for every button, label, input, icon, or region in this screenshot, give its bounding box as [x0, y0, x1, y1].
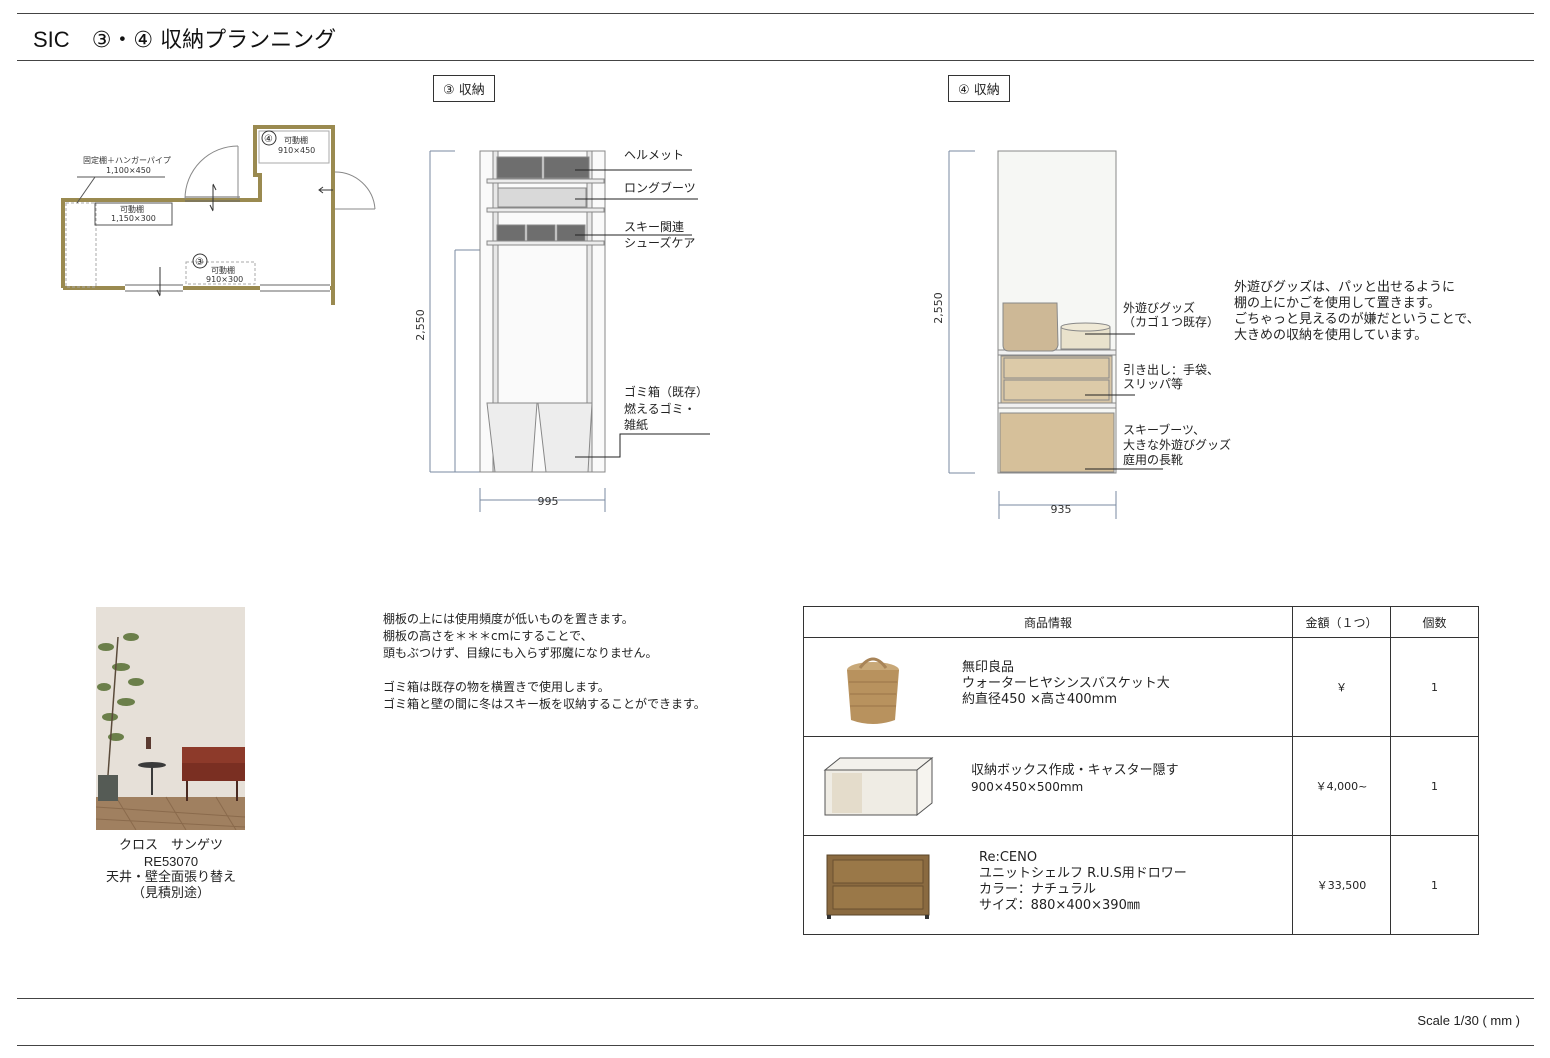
wallpaper-room-image: [96, 607, 245, 830]
annotation-helmet: ヘルメット: [624, 148, 685, 162]
product-table-header: 商品情報 金額（１つ） 個数: [803, 606, 1479, 638]
product-line: 無印良品: [962, 660, 1015, 675]
annotation-trash-2: 燃えるゴミ・: [624, 402, 696, 416]
annotation-outdoor-1: 外遊びグッズ: [1123, 301, 1196, 315]
table-row: 無印良品 ウォーターヒヤシンスバスケット大 約直径450 ×高さ400mm ￥ …: [803, 637, 1479, 737]
table-row: 収納ボックス作成・キャスター隠す 900×450×500mm ￥4,000~ 1: [803, 736, 1479, 836]
product-line: Re:CENO: [979, 850, 1038, 865]
product-price: ￥33,500: [1292, 835, 1391, 935]
top-rule: [17, 13, 1534, 14]
wallpaper-line: 天井・壁全面張り替え: [105, 870, 236, 885]
annotation-trash-1: ゴミ箱（既存）: [624, 385, 709, 399]
product-line: ウォーターヒヤシンスバスケット大: [962, 676, 1170, 691]
annotation-drawer-2: スリッパ等: [1123, 377, 1184, 391]
elevation-3-drawing: 2,550 995: [414, 150, 710, 512]
note-right-line: 棚の上にかごを使用して置きます。: [1234, 296, 1441, 311]
footer-rule-bottom: [17, 1045, 1534, 1046]
plan-label-movable-b: 可動棚: [284, 135, 308, 145]
note-center-line: 棚板の高さを＊＊＊cmにすることで、: [383, 629, 593, 643]
annotation-long-boots: ロングブーツ: [624, 181, 696, 195]
elevation-4-height: 2,550: [932, 292, 945, 324]
elevation-4-label: ④ 収納: [948, 75, 1010, 102]
plan-num-3: ③: [195, 257, 204, 268]
product-info-cell: Re:CENO ユニットシェルフ R.U.S用ドロワー カラー：ナチュラル サイ…: [803, 835, 1293, 935]
annotation-bottom-3: 庭用の長靴: [1123, 453, 1184, 467]
header-rule: [17, 60, 1534, 61]
annotation-trash-3: 雑紙: [624, 418, 649, 432]
note-right: 外遊びグッズは、パッと出せるように 棚の上にかごを使用して置きます。 ごちゃっと…: [1234, 280, 1480, 344]
basket-image: [847, 657, 899, 724]
header-qty: 個数: [1390, 606, 1479, 638]
product-line: ユニットシェルフ R.U.S用ドロワー: [979, 866, 1187, 881]
plan-size-movable-a: 1,150×300: [111, 214, 156, 223]
product-line: 900×450×500mm: [971, 780, 1084, 794]
product-text: Re:CENO ユニットシェルフ R.U.S用ドロワー カラー：ナチュラル サイ…: [979, 850, 1187, 914]
header-info: 商品情報: [803, 606, 1293, 638]
note-center-line: 頭もぶつけず、目線にも入らず邪魔になりません。: [383, 646, 658, 660]
annotation-drawer-1: 引き出し：手袋、: [1123, 363, 1220, 377]
product-text: 無印良品 ウォーターヒヤシンスバスケット大 約直径450 ×高さ400mm: [962, 660, 1170, 708]
product-price: ￥: [1292, 637, 1391, 737]
product-table: 商品情報 金額（１つ） 個数 無印良品 ウォーターヒヤシンスバスケット大 約直径…: [803, 606, 1479, 935]
product-info-cell: 無印良品 ウォーターヒヤシンスバスケット大 約直径450 ×高さ400mm: [803, 637, 1293, 737]
header-price: 金額（１つ）: [1292, 606, 1391, 638]
storage-box-image: [823, 756, 934, 817]
product-line: 約直径450 ×高さ400mm: [962, 692, 1117, 707]
wallpaper-line: （見積別途）: [131, 886, 210, 901]
annotation-ski-2: シューズケア: [624, 236, 696, 250]
plan-size-fixed: 1,100×450: [106, 166, 151, 175]
scale-label: Scale 1/30 ( mm ): [1417, 1013, 1520, 1028]
product-line: カラー：ナチュラル: [979, 882, 1097, 897]
note-center-line: ゴミ箱は既存の物を横置きで使用します。: [383, 680, 610, 694]
plan-label-movable-a: 可動棚: [120, 204, 144, 214]
footer-rule-top: [17, 998, 1534, 999]
note-right-line: 外遊びグッズは、パッと出せるように: [1234, 280, 1456, 295]
floor-plan: 固定棚＋ハンガーパイプ 1,100×450 可動棚 1,150×300 ④ 可動…: [61, 125, 376, 305]
product-line: 収納ボックス作成・キャスター隠す: [971, 763, 1179, 778]
note-right-line: 大きめの収納を使用しています。: [1234, 328, 1428, 343]
plan-size-movable-b: 910×450: [278, 146, 315, 155]
elevation-4-drawing: 2,550 935: [932, 150, 1163, 519]
product-qty: 1: [1390, 736, 1479, 836]
note-center-line: ゴミ箱と壁の間に冬はスキー板を収納することができます。: [383, 697, 706, 711]
annotation-bottom-1: スキーブーツ、: [1123, 423, 1206, 437]
note-center-line: 棚板の上には使用頻度が低いものを置きます。: [383, 612, 634, 626]
product-price: ￥4,000~: [1292, 736, 1391, 836]
plan-label-movable-c: 可動棚: [211, 265, 235, 275]
wallpaper-caption: クロス サンゲツ RE53070 天井・壁全面張り替え （見積別途）: [86, 838, 256, 902]
elevation-3-width: 995: [538, 495, 559, 508]
page-code: SIC: [33, 27, 70, 52]
wallpaper-line: RE53070: [143, 854, 199, 869]
product-info-cell: 収納ボックス作成・キャスター隠す 900×450×500mm: [803, 736, 1293, 836]
product-line: サイズ：880×400×390㎜: [979, 898, 1140, 913]
drawer-unit-image: [826, 854, 930, 919]
plan-label-fixed: 固定棚＋ハンガーパイプ: [83, 155, 171, 165]
elevation-4-width: 935: [1051, 503, 1072, 516]
product-qty: 1: [1390, 637, 1479, 737]
page-heading: ③・④ 収納プランニング: [91, 28, 337, 53]
elevation-3-label: ③ 収納: [433, 75, 495, 102]
note-right-line: ごちゃっと見えるのが嫌だということで、: [1234, 312, 1480, 327]
annotation-outdoor-2: （カゴ１つ既存）: [1123, 315, 1220, 329]
plan-size-movable-c: 910×300: [206, 275, 243, 284]
page-title: SIC ③・④ 収納プランニング: [33, 22, 336, 54]
annotation-bottom-2: 大きな外遊びグッズ: [1123, 438, 1232, 452]
annotation-ski-1: スキー関連: [624, 220, 685, 234]
product-text: 収納ボックス作成・キャスター隠す 900×450×500mm: [971, 763, 1179, 795]
elevation-3-height: 2,550: [414, 309, 427, 341]
plan-num-4: ④: [264, 134, 273, 145]
table-row: Re:CENO ユニットシェルフ R.U.S用ドロワー カラー：ナチュラル サイ…: [803, 835, 1479, 935]
product-qty: 1: [1390, 835, 1479, 935]
wallpaper-line: クロス サンゲツ: [118, 838, 223, 853]
note-center: 棚板の上には使用頻度が低いものを置きます。 棚板の高さを＊＊＊cmにすることで、…: [383, 611, 706, 713]
